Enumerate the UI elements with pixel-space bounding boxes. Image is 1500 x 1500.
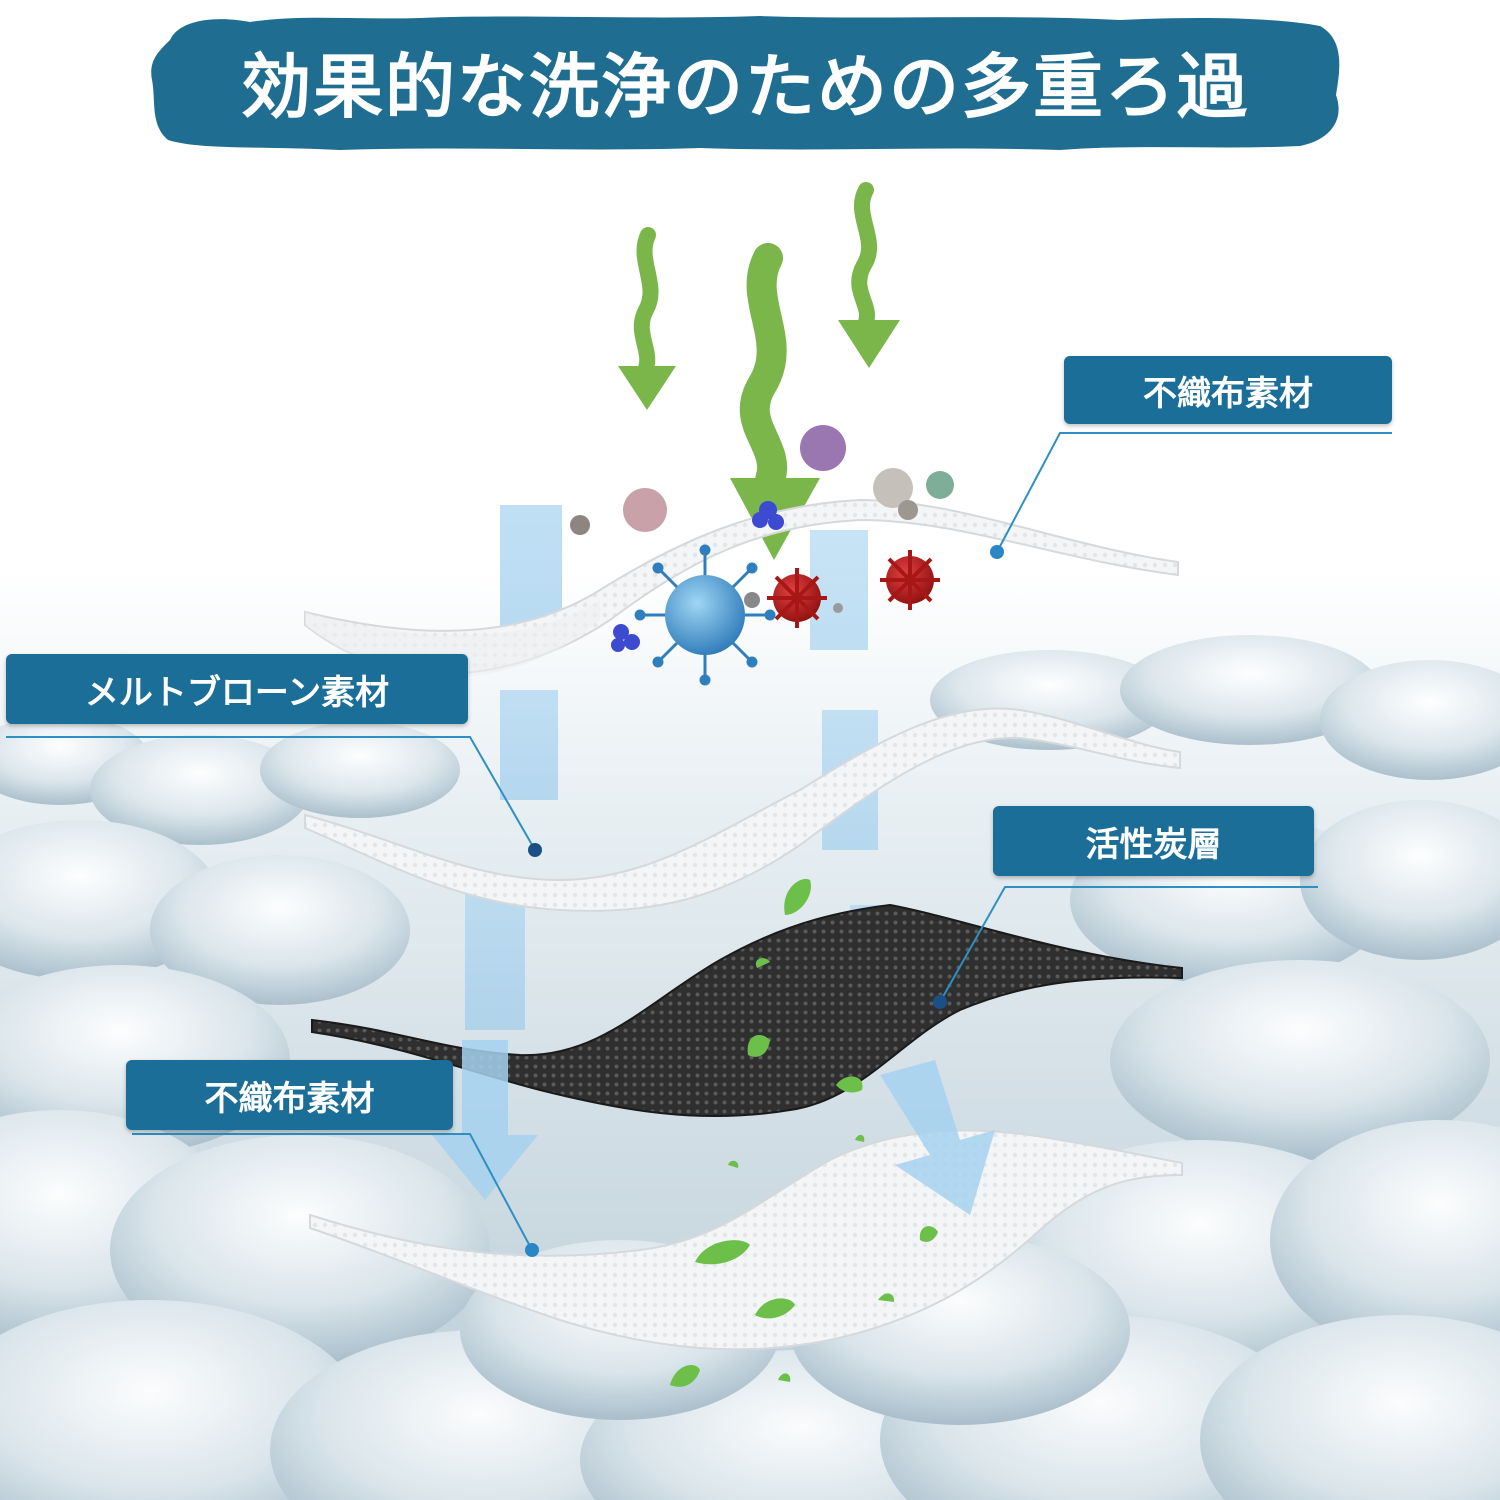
layer-label-meltblown: メルトブローン素材 [6,654,468,724]
layer-label-activated-carbon: 活性炭層 [993,806,1314,876]
pollutants [570,425,954,652]
layer-label-nonwoven-top: 不織布素材 [1064,356,1392,424]
callout-lines [6,432,1392,1251]
virus-icon [634,544,776,686]
callout-dots [525,545,1004,1257]
bacteria-icon [767,550,940,628]
layer-meltblown [304,707,1181,912]
title-container: 効果的な洗浄のための多重ろ過 [150,18,1340,144]
leaf-icons [670,879,938,1387]
title-banner [151,16,1340,150]
flow-arrows-bottom [432,1040,995,1215]
layer-label-nonwoven-bottom: 不織布素材 [126,1060,453,1130]
page-title: 効果的な洗浄のための多重ろ過 [241,45,1249,128]
